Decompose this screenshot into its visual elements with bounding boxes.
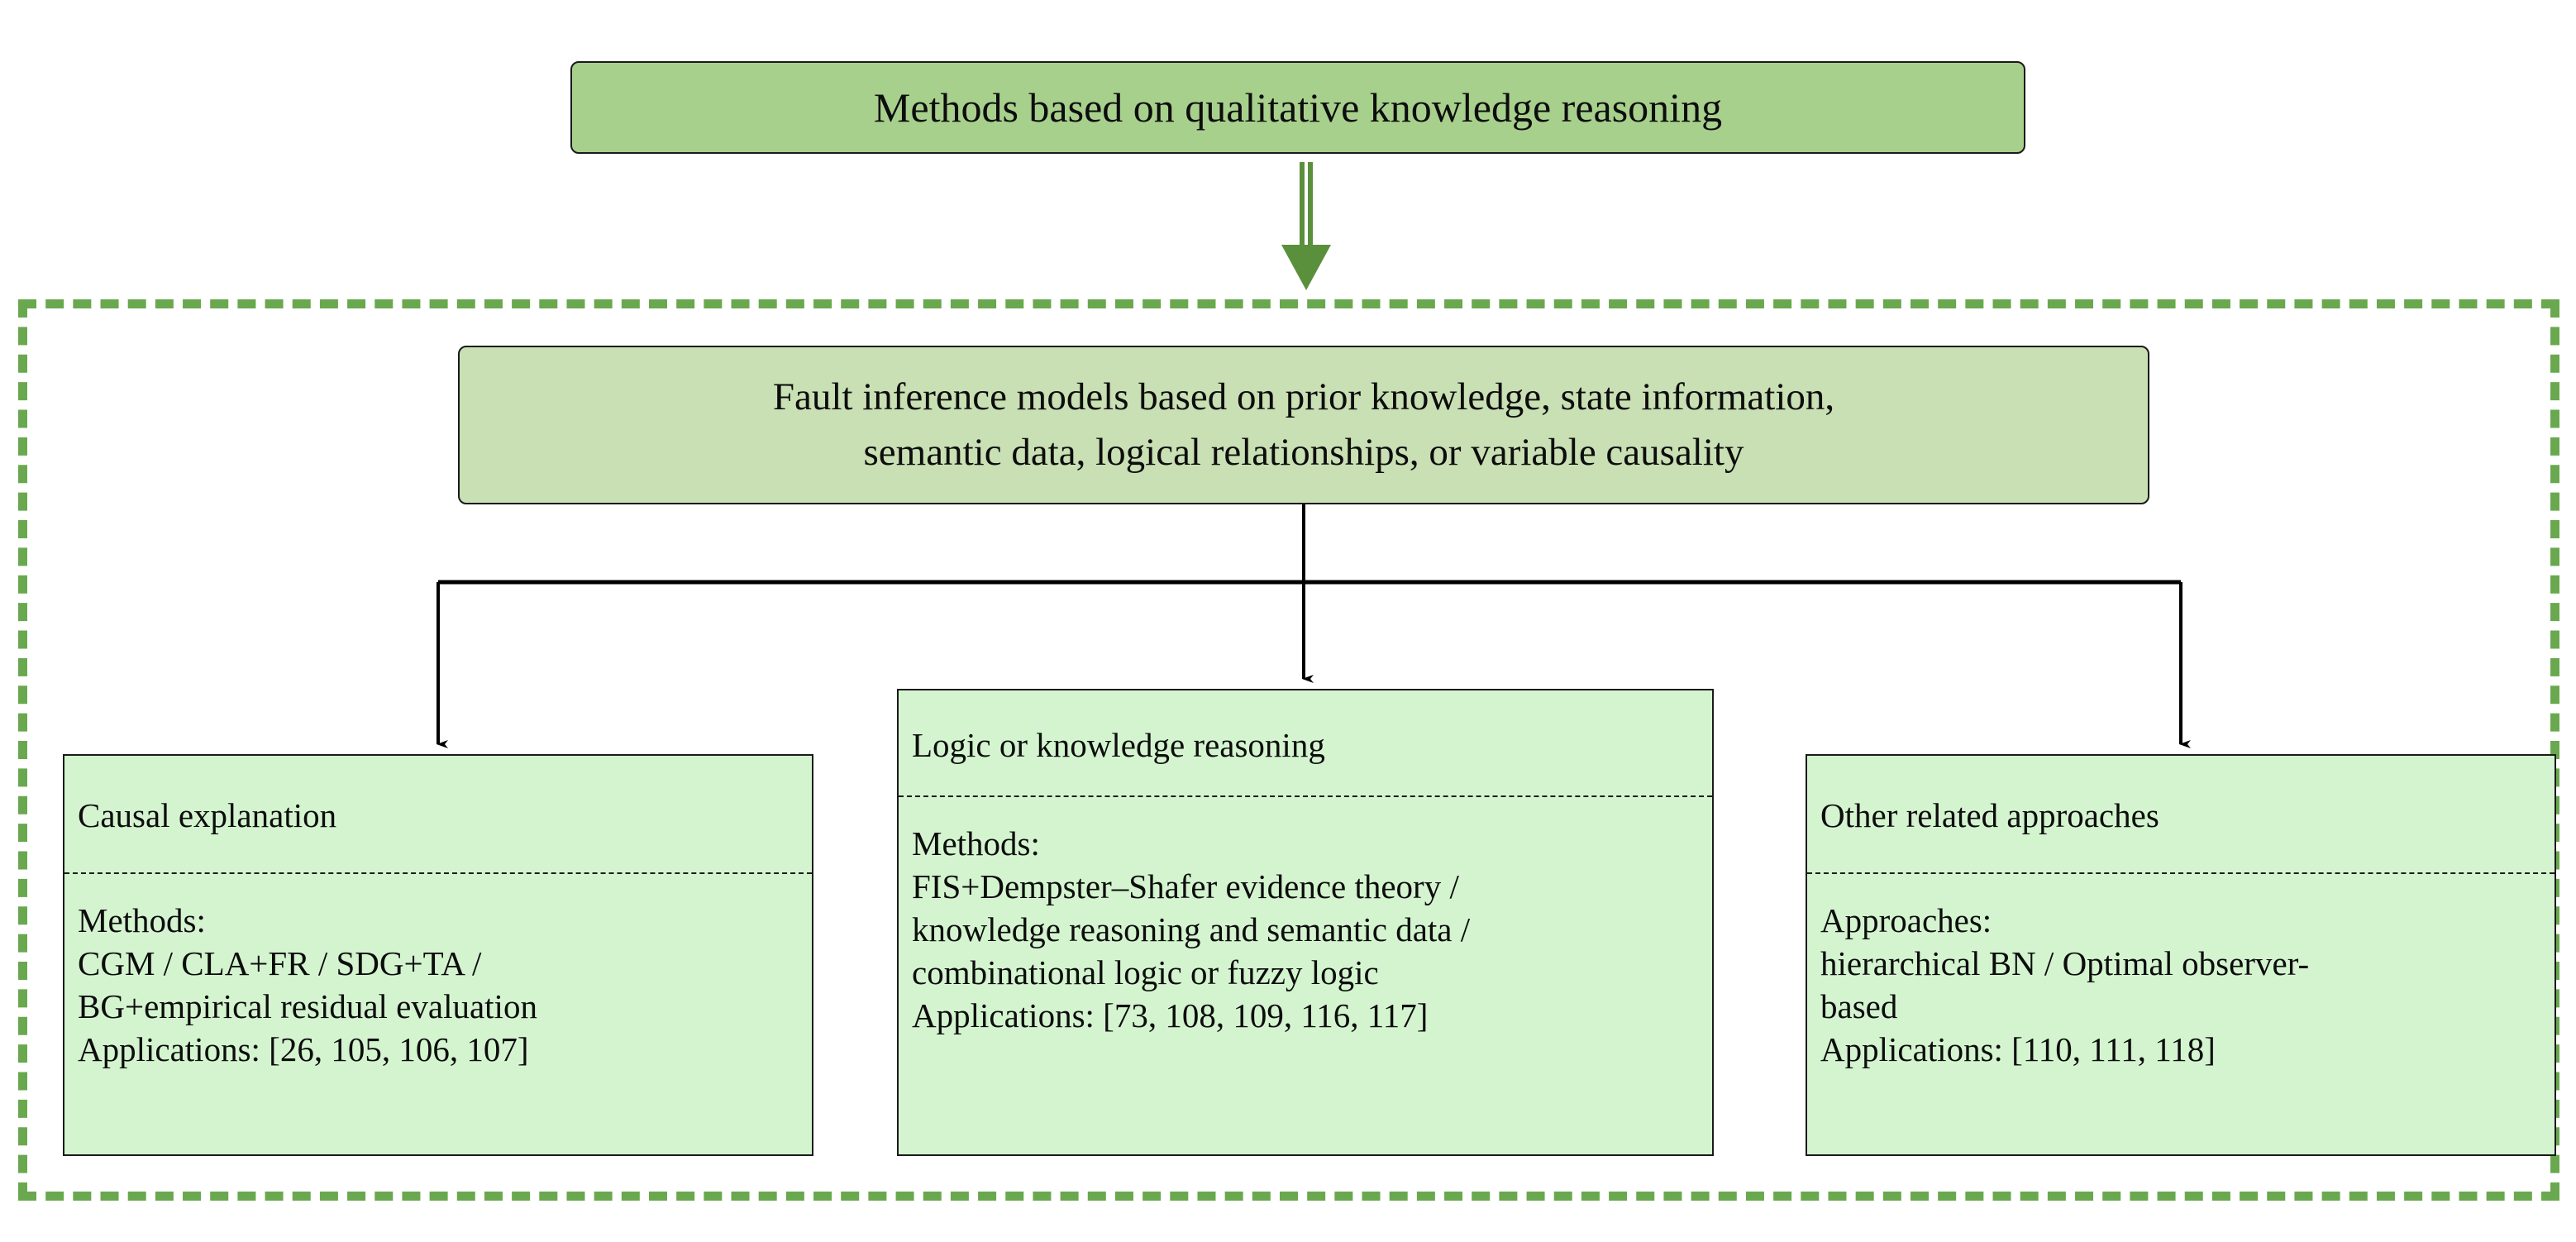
leaf-heading: Causal explanation bbox=[78, 796, 337, 834]
leaf-body-line: knowledge reasoning and semantic data / bbox=[912, 910, 1471, 949]
leaf-body-line: BG+empirical residual evaluation bbox=[78, 987, 537, 1026]
title-box: Methods based on qualitative knowledge r… bbox=[570, 61, 2025, 154]
leaf-body: Methods: FIS+Dempster–Shafer evidence th… bbox=[899, 797, 1712, 1037]
title-box-label: Methods based on qualitative knowledge r… bbox=[873, 84, 1723, 131]
leaf-body-line: Approaches: bbox=[1820, 901, 1992, 940]
leaf-box-causal-explanation: Causal explanation Methods: CGM / CLA+FR… bbox=[63, 754, 813, 1156]
leaf-separator bbox=[64, 872, 812, 875]
down-block-arrow-icon bbox=[1265, 162, 1348, 293]
dashed-group-container bbox=[18, 299, 2559, 1201]
leaf-body-line: based bbox=[1820, 987, 1898, 1026]
leaf-body-line: Applications: [73, 108, 109, 116, 117] bbox=[912, 996, 1429, 1035]
leaf-body-line: Methods: bbox=[78, 901, 206, 940]
leaf-body: Approaches: hierarchical BN / Optimal ob… bbox=[1807, 874, 2555, 1071]
leaf-body-line: FIS+Dempster–Shafer evidence theory / bbox=[912, 867, 1459, 906]
leaf-body-line: Applications: [110, 111, 118] bbox=[1820, 1030, 2216, 1069]
leaf-body-line: hierarchical BN / Optimal observer- bbox=[1820, 944, 2310, 983]
leaf-separator bbox=[1807, 872, 2555, 875]
level2-box-line1: Fault inference models based on prior kn… bbox=[772, 375, 1835, 419]
leaf-body-line: combinational logic or fuzzy logic bbox=[912, 953, 1379, 992]
leaf-body-line: Methods: bbox=[912, 824, 1040, 863]
leaf-body-line: CGM / CLA+FR / SDG+TA / bbox=[78, 944, 482, 983]
leaf-heading: Other related approaches bbox=[1820, 796, 2159, 834]
level2-box: Fault inference models based on prior kn… bbox=[458, 346, 2149, 504]
level2-box-line2: semantic data, logical relationships, or… bbox=[863, 431, 1744, 474]
leaf-separator bbox=[899, 795, 1712, 798]
leaf-box-other-related-approaches: Other related approaches Approaches: hie… bbox=[1806, 754, 2556, 1156]
leaf-body-line: Applications: [26, 105, 106, 107] bbox=[78, 1030, 529, 1069]
leaf-body: Methods: CGM / CLA+FR / SDG+TA / BG+empi… bbox=[64, 874, 812, 1071]
leaf-box-logic-or-knowledge-reasoning: Logic or knowledge reasoning Methods: FI… bbox=[897, 689, 1714, 1156]
leaf-heading: Logic or knowledge reasoning bbox=[912, 726, 1325, 764]
